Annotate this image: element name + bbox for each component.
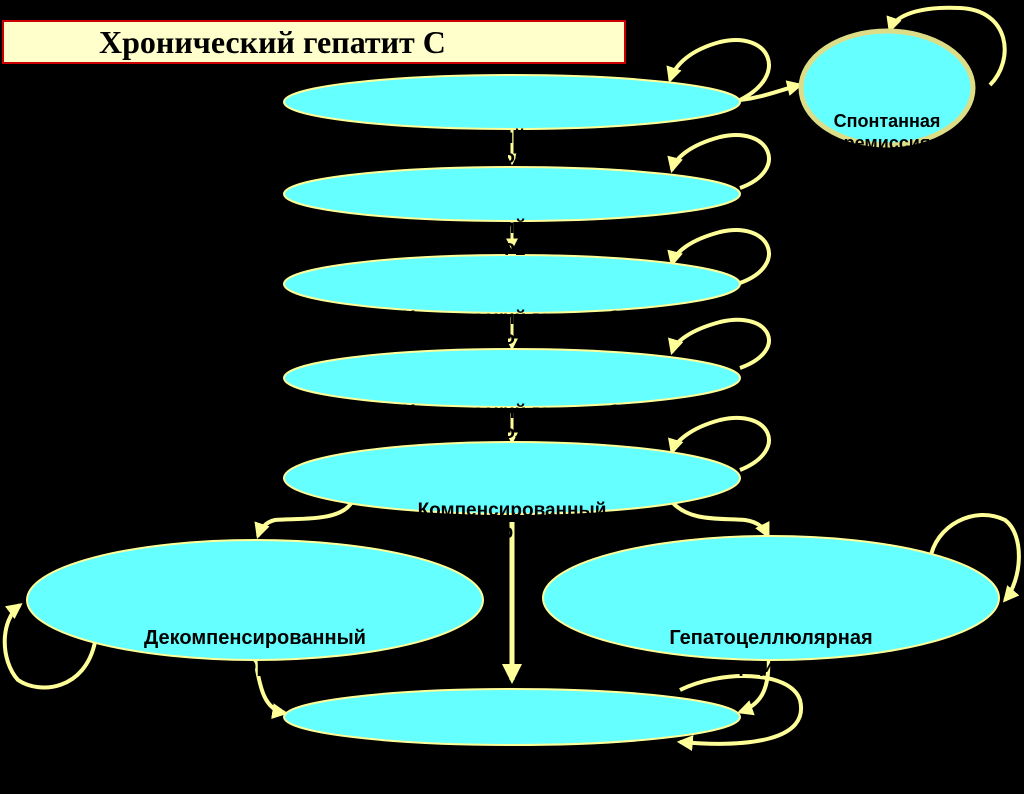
- node-f3: [283, 348, 741, 408]
- slide-title: Хронический гепатит С: [99, 24, 446, 60]
- loop-f0: [666, 38, 771, 102]
- loop-f1: [667, 133, 771, 190]
- node-f2: [283, 254, 741, 314]
- arrow-carcinoma-death: [736, 657, 771, 716]
- node-carcinoma: [542, 535, 1000, 661]
- node-death-label: Смерть: [476, 750, 548, 771]
- loop-f3: [668, 317, 771, 370]
- arrow-f0-remission: [739, 80, 804, 102]
- loop-remission: [886, 5, 1007, 87]
- loop-f2: [667, 228, 771, 285]
- node-remission: [798, 28, 976, 148]
- node-decompensated: [26, 539, 484, 661]
- loop-death: [676, 674, 804, 752]
- node-f0: [283, 74, 741, 130]
- loop-carcinoma: [928, 513, 1021, 603]
- flow-diagram: [2, 5, 1021, 752]
- arrow-comp-carcinoma: [670, 500, 770, 539]
- node-compensated: [283, 441, 741, 515]
- arrow-comp-decompensated: [254, 500, 354, 540]
- node-f1: [283, 166, 741, 222]
- loop-decompensated: [2, 603, 97, 690]
- title-box: Хронический гепатит С: [2, 20, 626, 64]
- arrow-decomp-death: [253, 657, 289, 719]
- node-death: [283, 688, 741, 746]
- loop-compensated: [668, 416, 771, 472]
